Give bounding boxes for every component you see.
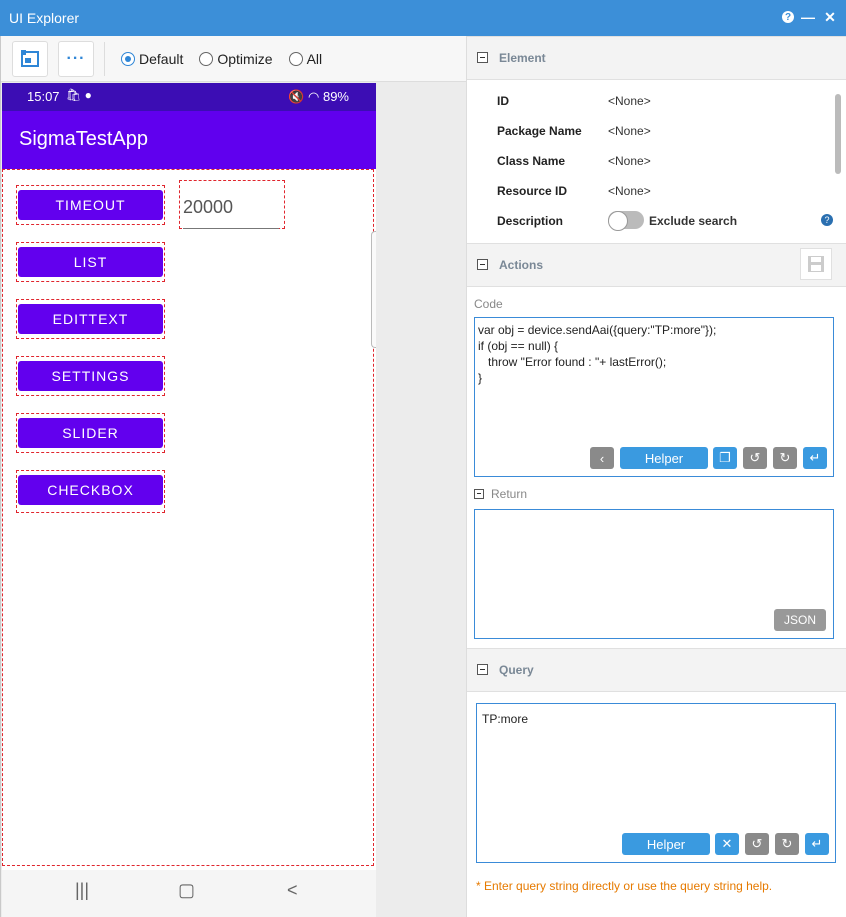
wifi-icon: ◠ [308,89,320,104]
edittext-button[interactable]: EDITTEXT [18,304,163,334]
back-button[interactable]: ‹ [590,447,614,469]
prop-description: Description Exclude search ? [497,211,837,234]
image-icon [21,50,39,67]
redo-icon[interactable]: ↻ [775,833,799,855]
prop-resource-id: Resource ID<None> [497,184,651,198]
return-collapse-icon[interactable] [474,489,484,499]
mute-icon: 🔇 [288,89,305,104]
run-icon[interactable]: ↵ [803,447,827,469]
minimize-icon[interactable]: — [801,9,815,25]
back-icon[interactable]: < [287,880,298,900]
clear-icon[interactable]: ✕ [715,833,739,855]
checkbox-button[interactable]: CHECKBOX [18,475,163,505]
close-icon[interactable]: ✕ [824,8,836,25]
query-input[interactable]: TP:more Helper ✕ ↺ ↻ ↵ [476,703,836,863]
copy-icon[interactable]: ❐ [713,447,737,469]
exclude-search-toggle[interactable] [608,211,644,231]
root-highlight [2,169,374,866]
app-bar: SigmaTestApp [2,111,376,169]
screen-panel: ··· Default Optimize All 15:07 🛍 ● 🔇 ◠ 8… [0,36,466,917]
properties-scrollbar[interactable] [835,94,841,174]
app-title: SigmaTestApp [19,128,148,150]
window-title: UI Explorer [9,10,80,26]
element-section-header[interactable]: Element [467,36,846,80]
more-icon: ··· [66,50,86,67]
settings-button[interactable]: SETTINGS [18,361,163,391]
inspector-panel: Element ID<None> Package Name<None> Clas… [466,36,846,917]
undo-icon[interactable]: ↺ [743,447,767,469]
toolbar: ··· Default Optimize All [1,36,466,82]
timeout-button[interactable]: TIMEOUT [18,190,163,220]
query-helper-button[interactable]: Helper [622,833,710,855]
collapse-icon[interactable] [477,52,488,63]
return-output[interactable]: JSON [474,509,834,639]
return-label: Return [491,487,528,501]
notification-icons: 🛍 ● [66,88,92,102]
undo-icon[interactable]: ↺ [745,833,769,855]
slider-button[interactable]: SLIDER [18,418,163,448]
nav-bar: ||| ▢ < [2,870,376,917]
run-icon[interactable]: ↵ [805,833,829,855]
save-icon[interactable] [800,248,832,280]
recent-apps-icon[interactable]: ||| [75,880,90,900]
radio-optimize[interactable]: Optimize [199,51,273,67]
query-hint: * Enter query string directly or use the… [476,879,773,893]
prop-class: Class Name<None> [497,154,651,168]
redo-icon[interactable]: ↻ [773,447,797,469]
code-text[interactable]: var obj = device.sendAai({query:"TP:more… [478,323,717,385]
code-editor[interactable]: var obj = device.sendAai({query:"TP:more… [474,317,834,477]
json-button[interactable]: JSON [774,609,826,631]
help-icon[interactable]: ? [782,11,794,23]
prop-id: ID<None> [497,94,651,108]
radio-all[interactable]: All [288,51,322,67]
collapse-icon[interactable] [477,664,488,675]
timeout-value-field[interactable]: 20000 [183,193,279,229]
query-section-header[interactable]: Query [467,648,846,692]
toolbar-divider [104,42,105,76]
prop-package: Package Name<None> [497,124,651,138]
code-label: Code [474,297,503,311]
view-mode-radios: Default Optimize All [121,51,322,67]
battery-level: 89% [322,89,349,104]
screenshot-button[interactable] [12,41,48,77]
code-helper-button[interactable]: Helper [620,447,708,469]
title-bar: UI Explorer ? — ✕ [0,0,846,36]
help-icon[interactable]: ? [821,214,833,226]
collapse-icon[interactable] [477,259,488,270]
radio-default[interactable]: Default [121,51,183,67]
more-button[interactable]: ··· [58,41,94,77]
side-drawer-handle[interactable] [371,231,376,348]
device-screen[interactable]: 15:07 🛍 ● 🔇 ◠ 89% SigmaTestApp TIMEOUT 2… [2,83,376,917]
status-time: 15:07 [27,89,60,104]
home-icon[interactable]: ▢ [178,880,196,900]
list-button[interactable]: LIST [18,247,163,277]
status-bar: 15:07 🛍 ● 🔇 ◠ 89% [2,83,376,111]
actions-section-header[interactable]: Actions [467,243,846,287]
query-text[interactable]: TP:more [482,712,529,726]
